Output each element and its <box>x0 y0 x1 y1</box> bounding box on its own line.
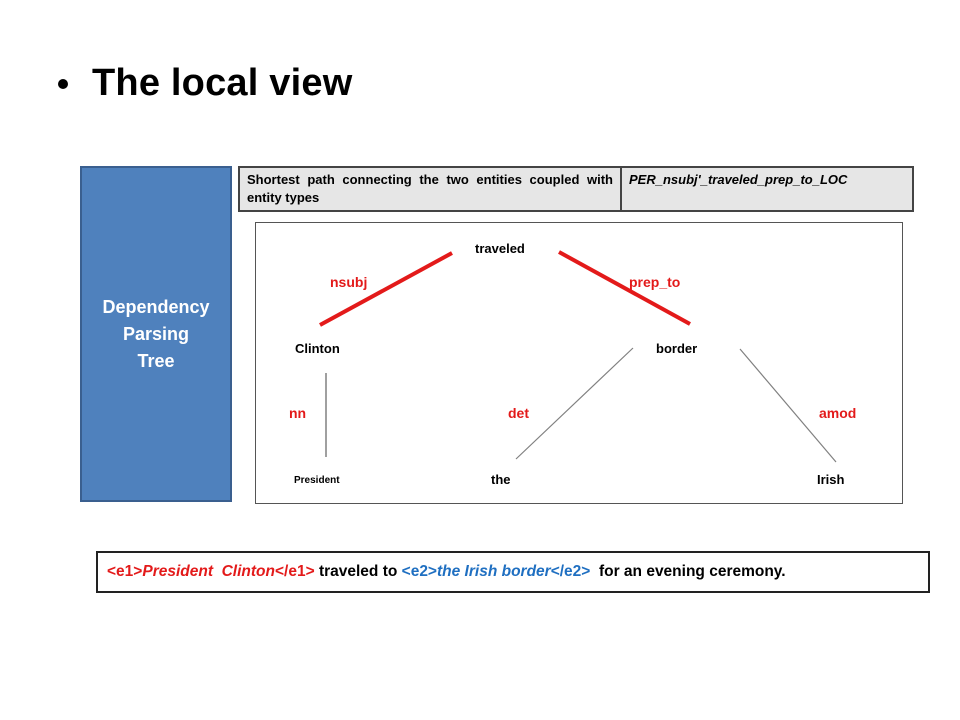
dep-label-line-3: Tree <box>137 350 175 371</box>
dependency-parsing-tree-label: Dependency Parsing Tree <box>80 166 232 502</box>
table-row: Shortest path connecting the two entitie… <box>238 165 914 213</box>
dep-label-line-2: Parsing <box>122 323 189 344</box>
edge-label-nsubj: nsubj <box>330 274 367 290</box>
bullet-icon <box>58 78 68 89</box>
path-description-cell: Shortest path connecting the two entitie… <box>238 165 622 213</box>
tree-svg: nsubj prep_to nn det amod traveled Clint… <box>289 241 856 487</box>
e2-open-tag: <e2> <box>401 563 437 580</box>
dependency-tree-diagram: nsubj prep_to nn det amod traveled Clint… <box>255 222 903 504</box>
node-traveled: traveled <box>475 241 525 256</box>
node-border: border <box>656 341 697 356</box>
dep-label-line-1: Dependency <box>102 296 210 317</box>
e2-text: the Irish border <box>437 563 551 580</box>
path-value-cell: PER_nsubj'_traveled_prep_to_LOC <box>620 165 914 213</box>
e1-close-tag: </e1> <box>274 563 315 580</box>
e1-open-tag: <e1> <box>107 563 143 580</box>
node-the: the <box>491 472 511 487</box>
edge-label-prep-to: prep_to <box>629 274 680 290</box>
e2-close-tag: </e2> <box>550 563 591 580</box>
sentence-tail: for an evening ceremony. <box>590 563 786 580</box>
edge-label-nn: nn <box>289 405 306 421</box>
e1-text: President Clinton <box>142 563 275 580</box>
node-clinton: Clinton <box>295 341 340 356</box>
edge-label-amod: amod <box>819 405 856 421</box>
sentence-middle: traveled to <box>314 563 402 580</box>
edge-det <box>515 347 634 460</box>
slide-title: The local view <box>92 62 353 104</box>
edge-nsubj <box>319 251 453 327</box>
node-irish: Irish <box>817 472 845 487</box>
edge-prep-to <box>558 250 691 326</box>
shortest-path-table: Shortest path connecting the two entitie… <box>238 165 914 213</box>
edge-amod <box>739 348 837 463</box>
dependency-label-text: Dependency Parsing Tree <box>102 294 209 375</box>
title-row: The local view <box>58 62 352 105</box>
example-sentence: <e1>President Clinton</e1> traveled to <… <box>96 551 930 593</box>
edge-label-det: det <box>508 405 529 421</box>
node-president: President <box>294 475 340 486</box>
